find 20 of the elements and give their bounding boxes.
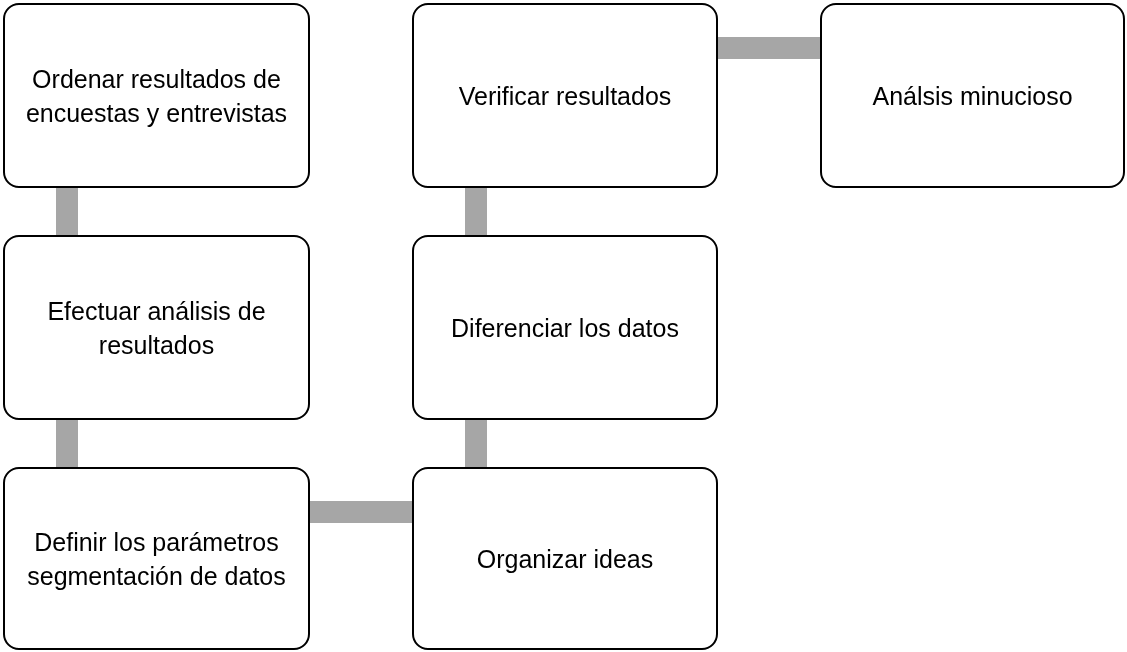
step-label: Análsis minucioso (872, 80, 1073, 112)
process-box (820, 3, 1125, 188)
process-box (3, 235, 310, 420)
step-label: Diferenciar los datos (451, 312, 679, 344)
connector-bar (465, 188, 487, 235)
connector-bar (56, 420, 78, 467)
step-label: Organizar ideas (476, 543, 654, 575)
connector-bar (465, 420, 487, 467)
process-box (412, 3, 718, 188)
process-box (412, 467, 718, 650)
step-label: Ordenar resultados de encuestas y entrevistas (24, 63, 289, 129)
process-box (3, 467, 310, 650)
connector-bar (310, 501, 412, 523)
connector-bar (56, 188, 78, 235)
step-label: Efectuar análisis de resultados (46, 295, 267, 361)
process-box (412, 235, 718, 420)
step-label: Definir los parámetros segmentación de datos (26, 526, 287, 592)
connector-bar (718, 37, 820, 59)
process-box (3, 3, 310, 188)
step-label: Verificar resultados (458, 80, 672, 112)
